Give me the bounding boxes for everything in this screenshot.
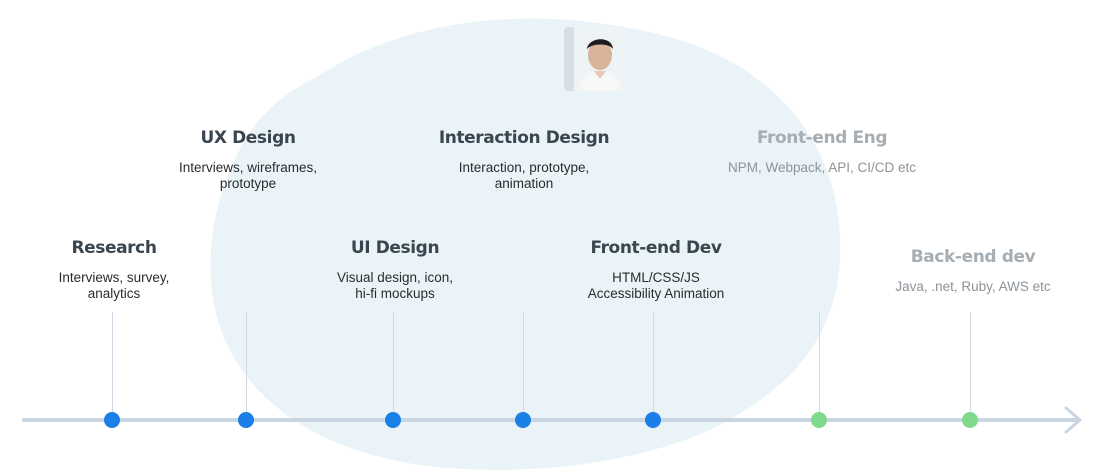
milestone-dot-back-end-dev xyxy=(962,412,978,428)
person-photo-icon xyxy=(564,27,628,91)
stage-description: Interaction, prototype, animation xyxy=(458,160,590,191)
milestone-dot-research xyxy=(104,412,120,428)
stage-description: Java, .net, Ruby, AWS etc xyxy=(895,279,1051,294)
milestone-dot-ux-design xyxy=(238,412,254,428)
stage-description: NPM, Webpack, API, CI/CD etc xyxy=(727,160,917,175)
stage-description: Interviews, wireframes, prototype xyxy=(178,160,318,191)
stage-title: Front-end Dev xyxy=(590,238,722,258)
stage-front-end-eng: Front-end Eng NPM, Webpack, API, CI/CD e… xyxy=(692,128,952,176)
connector-back-end-dev xyxy=(970,312,971,420)
stage-interaction-design: Interaction Design Interaction, prototyp… xyxy=(414,128,634,192)
connector-interaction-design xyxy=(523,312,524,420)
stage-description: Interviews, survey, analytics xyxy=(58,270,170,301)
stage-title: Back-end dev xyxy=(910,247,1036,267)
stage-back-end-dev: Back-end dev Java, .net, Ruby, AWS etc xyxy=(853,247,1093,295)
stage-title: Interaction Design xyxy=(438,128,610,148)
stage-ux-design: UX Design Interviews, wireframes, protot… xyxy=(138,128,358,192)
stage-ui-design: UI Design Visual design, icon, hi-fi moc… xyxy=(285,238,505,302)
stage-front-end-dev: Front-end Dev HTML/CSS/JS Accessibility … xyxy=(546,238,766,302)
stage-title: UI Design xyxy=(350,238,440,258)
stage-title: Research xyxy=(71,238,157,258)
connector-research xyxy=(112,312,113,420)
milestone-dot-front-end-dev xyxy=(645,412,661,428)
avatar xyxy=(564,27,628,91)
connector-front-end-eng xyxy=(819,312,820,420)
milestone-dot-interaction-design xyxy=(515,412,531,428)
connector-ux-design xyxy=(246,312,247,420)
milestone-dot-ui-design xyxy=(385,412,401,428)
stage-research: Research Interviews, survey, analytics xyxy=(4,238,224,302)
stage-title: Front-end Eng xyxy=(756,128,888,148)
stage-title: UX Design xyxy=(200,128,296,148)
stage-description: Visual design, icon, hi-fi mockups xyxy=(336,270,454,301)
connector-ui-design xyxy=(393,312,394,420)
connector-front-end-dev xyxy=(653,312,654,420)
milestone-dot-front-end-eng xyxy=(811,412,827,428)
stage-description: HTML/CSS/JS Accessibility Animation xyxy=(587,270,725,301)
